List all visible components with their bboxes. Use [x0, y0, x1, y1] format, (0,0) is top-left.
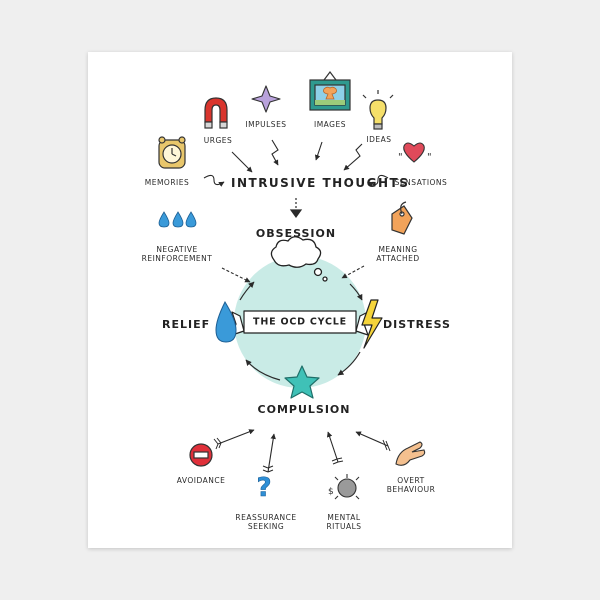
- cycle-arrows: [239, 281, 363, 381]
- lightbulb-icon: [362, 90, 394, 130]
- arrow-fletching: [213, 437, 391, 473]
- compulsion-label: Compulsion: [257, 403, 351, 416]
- obsession-label: Obsession: [255, 227, 337, 240]
- clock-icon: [158, 136, 186, 169]
- drop-icon: [215, 300, 237, 343]
- relief-label: Relief: [162, 318, 211, 331]
- ideas-label: Ideas: [366, 135, 392, 144]
- images-label: Images: [314, 120, 346, 129]
- overt-behaviour-label: Overt Behaviour: [386, 476, 436, 495]
- dashed-arrows: [221, 265, 365, 283]
- magnet-icon: [204, 97, 228, 129]
- reassurance-seeking-label: Reassurance Seeking: [235, 513, 297, 532]
- avoidance-label: Avoidance: [176, 476, 226, 485]
- distress-label: Distress: [383, 318, 451, 331]
- memories-label: Memories: [144, 178, 190, 187]
- heart-icon: " ": [398, 142, 432, 163]
- down-arrow: [289, 198, 303, 219]
- price-tag-icon: [391, 201, 413, 235]
- intrusive-thoughts-label: Intrusive Thoughts: [231, 176, 410, 190]
- svg-text:": ": [398, 152, 403, 163]
- mental-rituals-label: Mental Rituals: [326, 513, 362, 532]
- no-entry-icon: [189, 443, 213, 467]
- meaning-attached-label: Meaning Attached: [376, 245, 420, 264]
- impulses-label: Impulses: [245, 120, 287, 129]
- framed-picture-icon: [309, 71, 351, 111]
- source-arrows: [203, 139, 389, 187]
- sensations-label: Sensations: [394, 178, 448, 187]
- star-icon: [284, 365, 320, 399]
- svg-text:": ": [427, 152, 432, 163]
- water-drops-icon: [158, 211, 197, 228]
- urges-label: Urges: [203, 136, 233, 145]
- compulsion-arrows: [217, 429, 389, 473]
- negative-reinforcement-label: Negative Reinforcement: [141, 245, 213, 264]
- svg-text:$: $: [328, 487, 334, 497]
- thought-cloud-icon: [270, 236, 328, 282]
- ocd-cycle-title: The OCD Cycle: [253, 316, 347, 328]
- sparkle-icon: [251, 85, 281, 113]
- brain-icon: $: [328, 474, 360, 500]
- hand-icon: [395, 441, 426, 466]
- question-mark-icon: ?: [256, 473, 271, 503]
- lightning-icon: [361, 299, 383, 349]
